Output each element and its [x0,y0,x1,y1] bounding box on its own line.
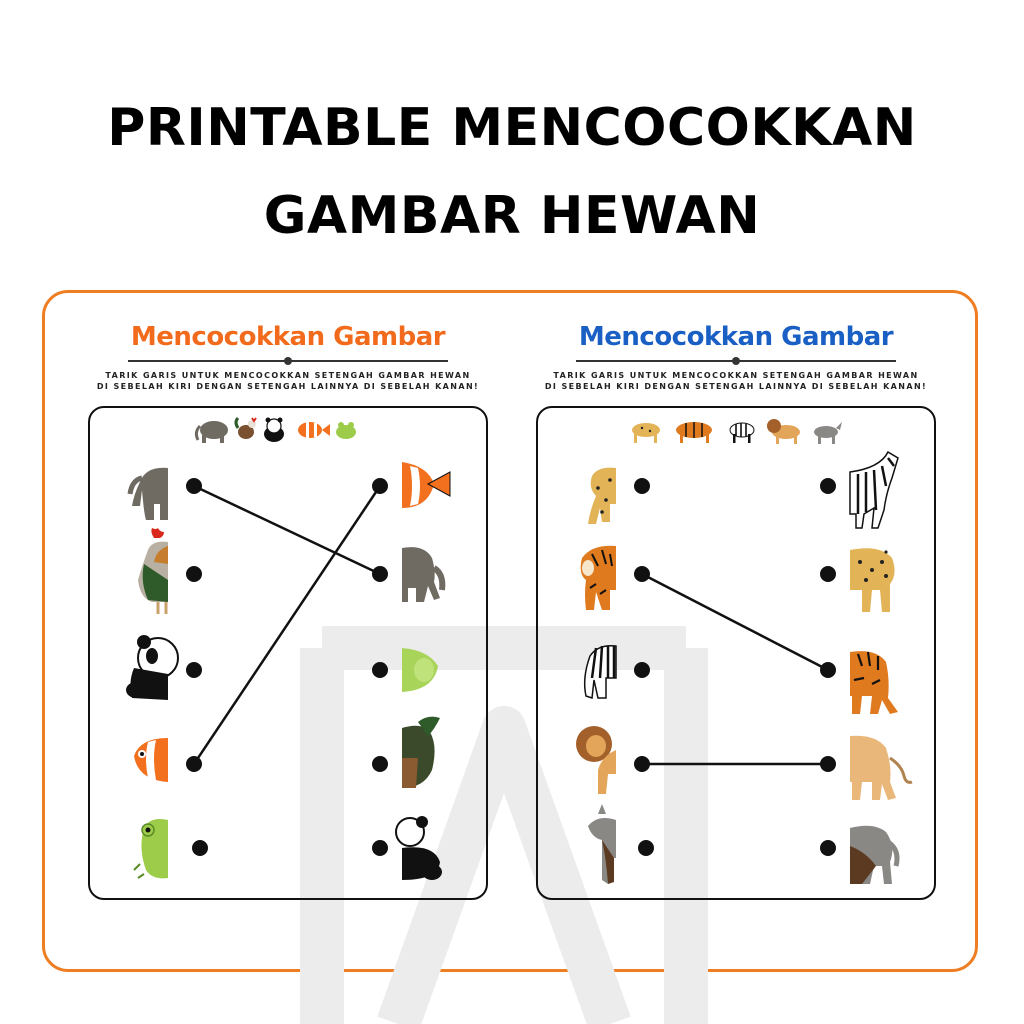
right-dot[interactable] [372,840,388,856]
right-half-cheetah [850,548,895,612]
right-half-frog [402,648,438,692]
page-title-line-1: PRINTABLE MENCOCOKKAN [107,98,917,158]
clownfish-icon [298,422,330,438]
right-half-elephant [402,547,446,602]
divider-dot [284,357,292,365]
wolf-icon [814,422,842,444]
left-half-tiger [580,545,616,610]
page-title-line-2: GAMBAR HEWAN [263,186,761,246]
instruction-line-1: TARIK GARIS UNTUK MENCOCOKKAN SETENGAH G… [553,371,919,380]
instruction-text: TARIK GARIS UNTUK MENCOCOKKAN SETENGAH G… [88,370,488,392]
worksheet-box [88,406,488,900]
left-half-rooster [138,528,168,614]
elephant-icon [194,421,228,443]
tiger-icon [676,422,712,443]
right-dot[interactable] [372,662,388,678]
zebra-icon [729,422,755,443]
worksheet-artwork [576,419,913,884]
rooster-icon [234,416,257,439]
panda-icon [264,417,284,442]
divider-dot [732,357,740,365]
instruction-text: TARIK GARIS UNTUK MENCOCOKKAN SETENGAH G… [536,370,936,392]
left-dot[interactable] [192,840,208,856]
left-half-clownfish [134,738,168,782]
left-half-zebra [583,644,617,700]
preview-strip [632,419,842,444]
right-dot[interactable] [820,662,836,678]
left-dot[interactable] [634,756,650,772]
frog-icon [336,422,356,439]
right-dot[interactable] [820,566,836,582]
left-half-frog [133,819,168,879]
right-dot[interactable] [820,840,836,856]
worksheet-right: Mencocokkan Gambar TARIK GARIS UNTUK MEN… [536,318,936,918]
right-half-panda [395,816,442,880]
right-half-clownfish [402,462,451,508]
left-half-wolf [588,804,616,884]
instruction-line-2: DI SEBELAH KIRI DENGAN SETENGAH LAINNYA … [96,382,480,391]
left-half-panda [126,635,179,700]
right-half-rooster [402,716,440,788]
right-dot[interactable] [820,478,836,494]
right-half-lion [850,735,913,800]
worksheet-box [536,406,936,900]
left-dot[interactable] [634,566,650,582]
left-dot[interactable] [638,840,654,856]
left-half-lion [576,726,616,794]
worksheet-title: Mencocokkan Gambar [578,322,894,352]
left-dot[interactable] [186,662,202,678]
instruction-line-2: DI SEBELAH KIRI DENGAN SETENGAH LAINNYA … [544,382,928,391]
lion-icon [767,419,800,444]
left-half-cheetah [588,467,616,524]
right-dot[interactable] [372,566,388,582]
right-half-wolf [850,825,900,884]
right-half-tiger [850,651,898,714]
left-dot[interactable] [186,566,202,582]
right-dot[interactable] [820,756,836,772]
connection-line [193,484,381,576]
worksheet-artwork [126,416,451,880]
preview-strip [194,416,356,443]
left-dot[interactable] [186,756,202,772]
left-half-elephant [127,467,168,520]
instruction-line-1: TARIK GARIS UNTUK MENCOCOKKAN SETENGAH G… [105,371,471,380]
left-dot[interactable] [634,662,650,678]
connection-line [192,485,382,765]
right-half-zebra [849,450,899,529]
connection-line [641,572,829,672]
left-dot[interactable] [634,478,650,494]
worksheet-left: Mencocokkan Gambar TARIK GARIS UNTUK MEN… [88,318,488,918]
cheetah-icon [632,423,660,443]
left-dot[interactable] [186,478,202,494]
worksheet-title: Mencocokkan Gambar [130,322,446,352]
right-dot[interactable] [372,756,388,772]
page-title: PRINTABLE MENCOCOKKAN GAMBAR HEWAN [0,84,1024,260]
right-dot[interactable] [372,478,388,494]
